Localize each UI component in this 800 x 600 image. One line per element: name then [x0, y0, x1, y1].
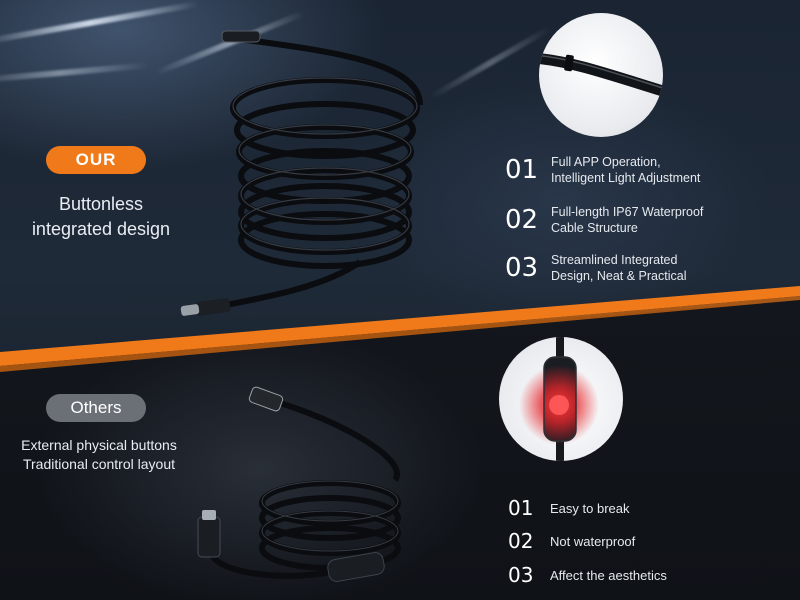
others-tagline-line: External physical buttons: [21, 437, 177, 453]
drawback-text: Easy to break: [550, 500, 630, 516]
feature-text: Full APP Operation, Intelligent Light Ad…: [551, 154, 700, 186]
others-tagline-line: Traditional control layout: [22, 456, 175, 472]
drawback-number: 03: [508, 563, 534, 587]
our-badge: OUR: [46, 146, 146, 174]
our-tagline-line: integrated design: [31, 219, 171, 239]
drawback-item: 02 Not waterproof: [508, 529, 635, 553]
feature-line: Design, Neat & Practical: [551, 269, 687, 283]
feature-line: Streamlined Integrated: [551, 253, 678, 267]
others-badge: Others: [46, 394, 146, 422]
our-tagline: Buttonless integrated design: [12, 192, 190, 242]
seamless-cable-closeup-icon: [539, 13, 663, 137]
red-button-closeup-icon: [499, 337, 623, 461]
drawback-number: 02: [508, 529, 534, 553]
feature-item: 03 Streamlined Integrated Design, Neat &…: [505, 252, 686, 284]
feature-line: Intelligent Light Adjustment: [551, 171, 701, 185]
drawback-text: Affect the aesthetics: [550, 567, 667, 583]
feature-number: 03: [505, 253, 539, 283]
drawback-text: Not waterproof: [550, 533, 636, 549]
drawback-number: 01: [508, 496, 534, 520]
feature-text: Streamlined Integrated Design, Neat & Pr…: [551, 252, 686, 284]
feature-item: 02 Full-length IP67 Waterproof Cable Str…: [505, 204, 703, 236]
feature-number: 01: [505, 155, 539, 185]
our-tagline-line: Buttonless: [58, 194, 144, 214]
feature-number: 02: [505, 205, 539, 235]
feature-text: Full-length IP67 Waterproof Cable Struct…: [551, 204, 703, 236]
others-tagline: External physical buttons Traditional co…: [4, 436, 194, 474]
feature-item: 01 Full APP Operation, Intelligent Light…: [505, 154, 700, 186]
feature-line: Full APP Operation,: [551, 155, 661, 169]
drawback-item: 01 Easy to break: [508, 496, 630, 520]
feature-line: Full-length IP67 Waterproof: [551, 205, 704, 219]
feature-line: Cable Structure: [551, 221, 638, 235]
drawback-item: 03 Affect the aesthetics: [508, 563, 667, 587]
